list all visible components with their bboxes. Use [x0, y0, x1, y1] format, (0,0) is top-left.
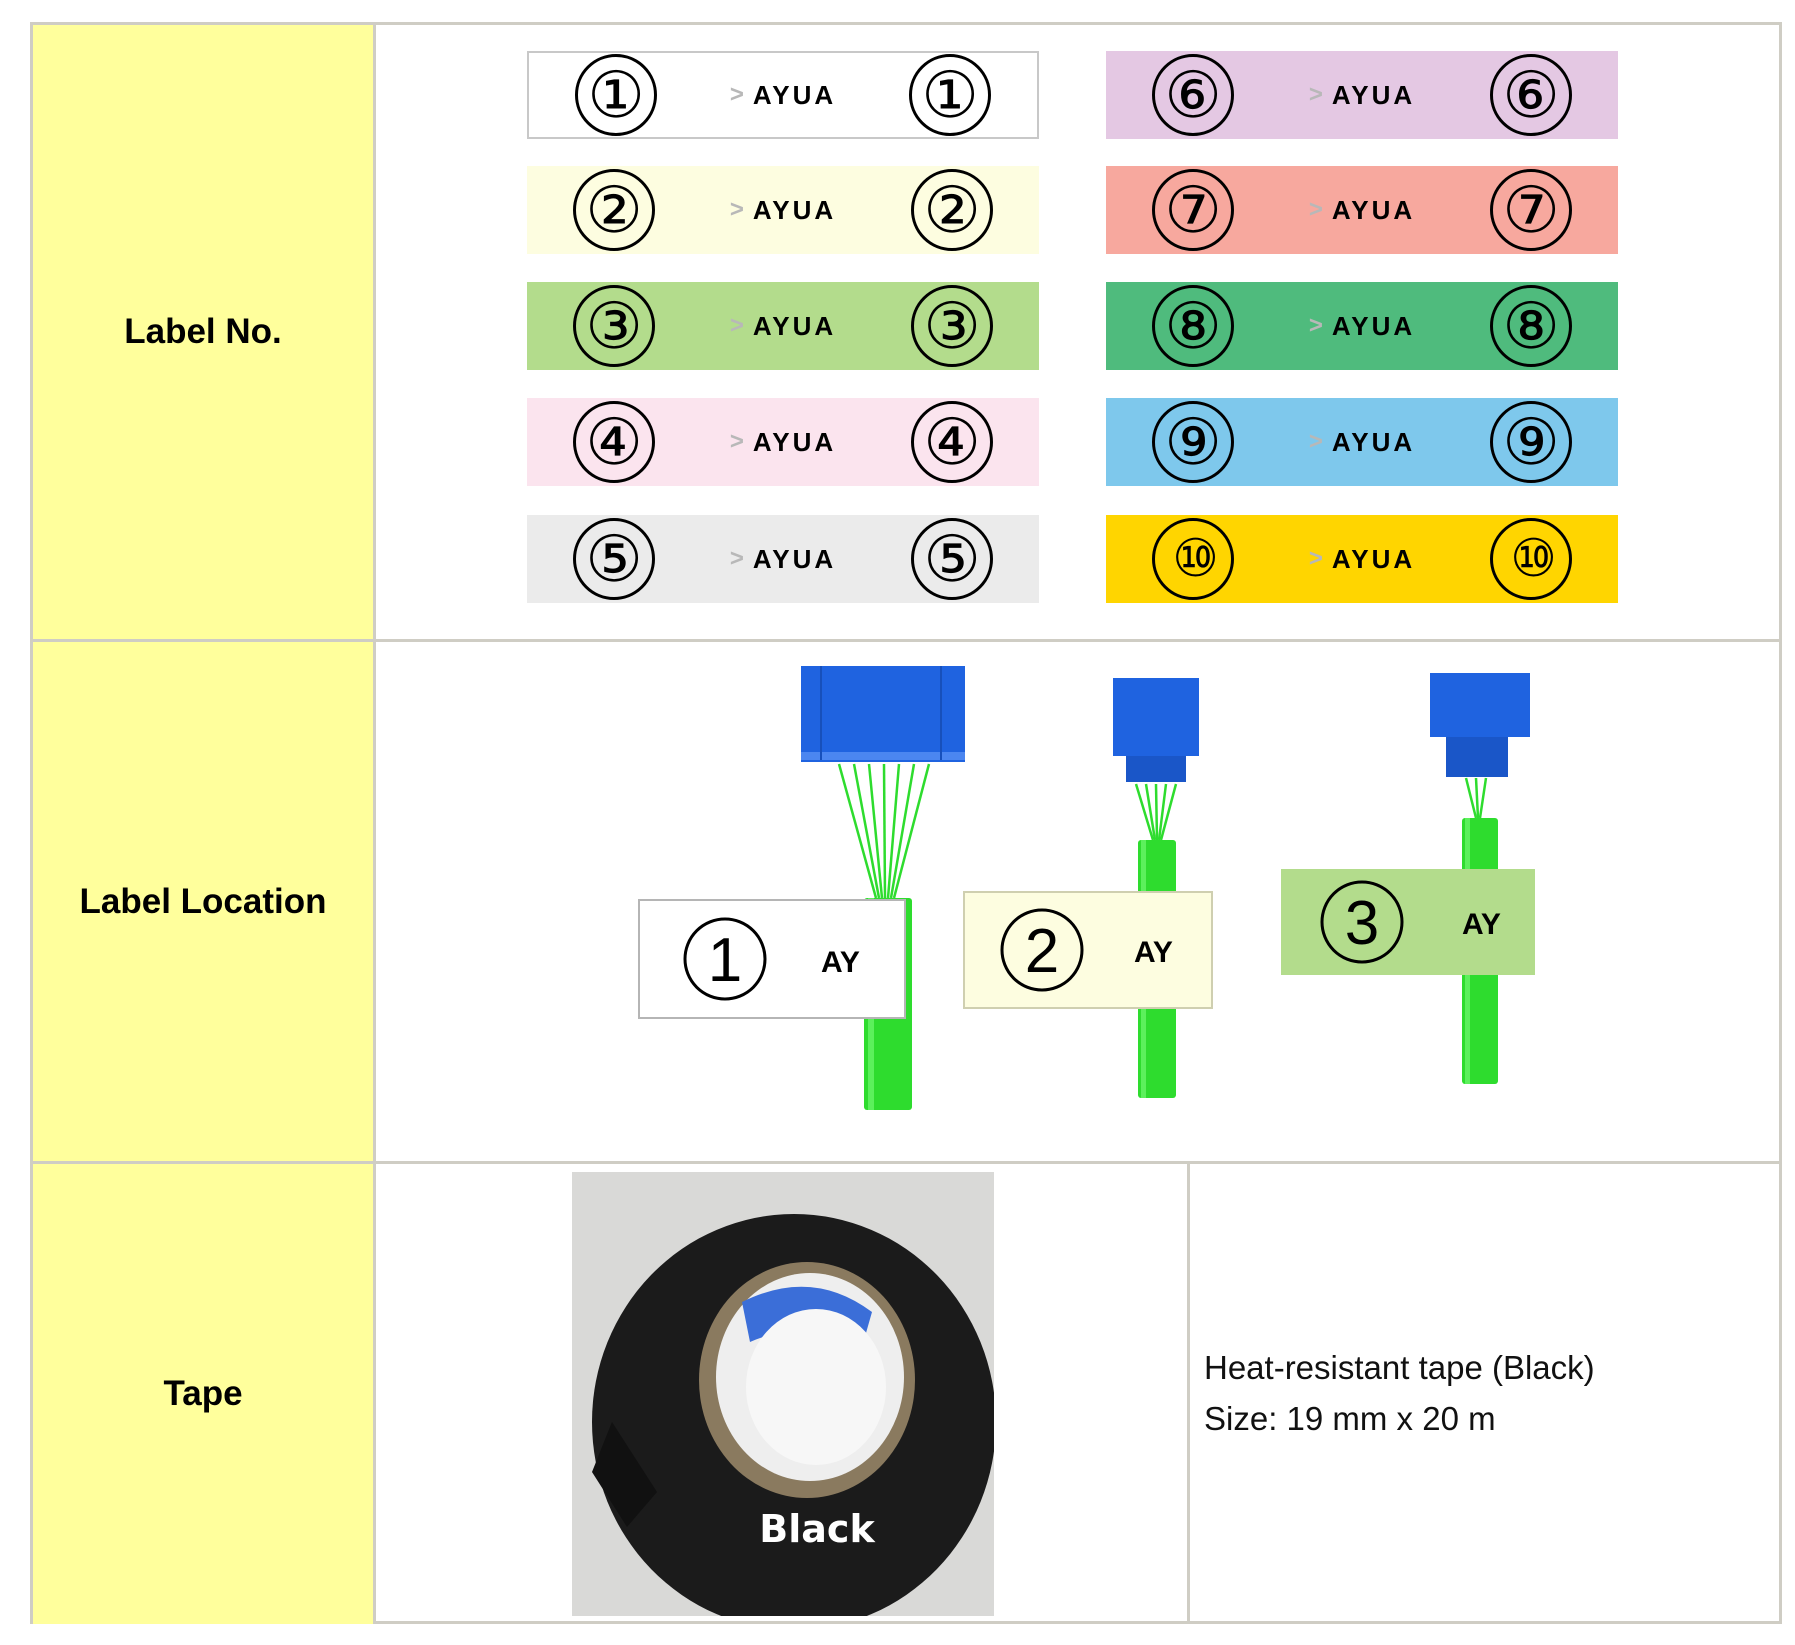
row-header-label-no-text: Label No. — [124, 312, 282, 351]
row-header-label-location: Label Location — [33, 642, 376, 1161]
brand-logo: >AYUA — [1308, 79, 1416, 110]
label-number: ⑧ — [1490, 285, 1572, 367]
label-strip-1: ① >AYUA ① — [527, 51, 1039, 139]
brand-logo: >AYUA — [1308, 310, 1416, 341]
label-number: ⑧ — [1152, 285, 1234, 367]
row-divider — [33, 639, 1779, 642]
tape-color-label: Black — [759, 1507, 875, 1551]
brand-logo: >AYUA — [729, 543, 837, 574]
tag-3-number: 3 — [1345, 889, 1379, 958]
label-number: ⑥ — [1152, 54, 1234, 136]
label-number: ④ — [911, 401, 993, 483]
label-strip-3: ③ >AYUA ③ — [527, 282, 1039, 370]
brand-logo: >AYUA — [729, 79, 837, 110]
label-number: ③ — [573, 285, 655, 367]
location-tag-1: 1 AY — [638, 899, 906, 1019]
label-strip-9: ⑨ >AYUA ⑨ — [1106, 398, 1618, 486]
brand-logo: >AYUA — [729, 310, 837, 341]
row-header-tape: Tape — [33, 1164, 376, 1624]
label-strip-5: ⑤ >AYUA ⑤ — [527, 515, 1039, 603]
location-tag-3: 3 AY — [1281, 869, 1535, 975]
brand-logo: >AYUA — [1308, 194, 1416, 225]
location-tag-2: 2 AY — [963, 891, 1213, 1009]
label-number: ① — [575, 54, 657, 136]
tag-1-logo: AY — [821, 946, 860, 979]
label-number: ⑤ — [911, 518, 993, 600]
spec-table: Label No. ① >AYUA ① ② >AYUA ② ③ >AYUA ③ … — [30, 22, 1782, 1624]
label-location-cell: 1 AY 2 AY 3 AY — [376, 642, 1779, 1161]
tag-2-number: 2 — [1025, 917, 1059, 986]
label-number: ④ — [573, 401, 655, 483]
label-number: ⑤ — [573, 518, 655, 600]
label-number: ⑨ — [1152, 401, 1234, 483]
connector-1 — [801, 666, 965, 1110]
label-number: ⑦ — [1490, 169, 1572, 251]
label-number: ② — [911, 169, 993, 251]
brand-logo: >AYUA — [729, 194, 837, 225]
tape-photo-cell: Black — [376, 1164, 1190, 1621]
label-strip-8: ⑧ >AYUA ⑧ — [1106, 282, 1618, 370]
tape-roll-photo: Black — [572, 1172, 994, 1616]
brand-logo: >AYUA — [1308, 426, 1416, 457]
label-strip-6: ⑥ >AYUA ⑥ — [1106, 51, 1618, 139]
label-strip-2: ② >AYUA ② — [527, 166, 1039, 254]
label-number: ⑦ — [1152, 169, 1234, 251]
tape-description: Heat-resistant tape (Black) Size: 19 mm … — [1204, 1342, 1595, 1444]
label-number: ⑩ — [1490, 518, 1572, 600]
label-number: ① — [909, 54, 991, 136]
label-number: ② — [573, 169, 655, 251]
row-header-label-no: Label No. — [33, 25, 376, 639]
tape-description-line-1: Heat-resistant tape (Black) — [1204, 1348, 1595, 1386]
label-swatches-cell: ① >AYUA ① ② >AYUA ② ③ >AYUA ③ ④ >AYUA ④ … — [376, 25, 1779, 639]
label-location-illustration: 1 AY 2 AY 3 AY — [638, 666, 1535, 1110]
row-header-tape-text: Tape — [163, 1374, 243, 1413]
tag-3-logo: AY — [1462, 908, 1501, 941]
label-number: ⑨ — [1490, 401, 1572, 483]
label-number: ⑥ — [1490, 54, 1572, 136]
label-strip-4: ④ >AYUA ④ — [527, 398, 1039, 486]
label-number: ⑩ — [1152, 518, 1234, 600]
brand-logo: >AYUA — [729, 426, 837, 457]
tag-1-number: 1 — [708, 926, 742, 995]
tape-description-line-2: Size: 19 mm x 20 m — [1204, 1399, 1496, 1437]
label-strip-10: ⑩ >AYUA ⑩ — [1106, 515, 1618, 603]
tag-2-logo: AY — [1134, 936, 1173, 969]
row-divider — [33, 1161, 1779, 1164]
row-header-label-location-text: Label Location — [79, 881, 327, 921]
brand-logo: >AYUA — [1308, 543, 1416, 574]
connector-2 — [1113, 678, 1199, 1098]
label-strip-7: ⑦ >AYUA ⑦ — [1106, 166, 1618, 254]
label-number: ③ — [911, 285, 993, 367]
tape-description-cell: Heat-resistant tape (Black) Size: 19 mm … — [1190, 1164, 1779, 1621]
